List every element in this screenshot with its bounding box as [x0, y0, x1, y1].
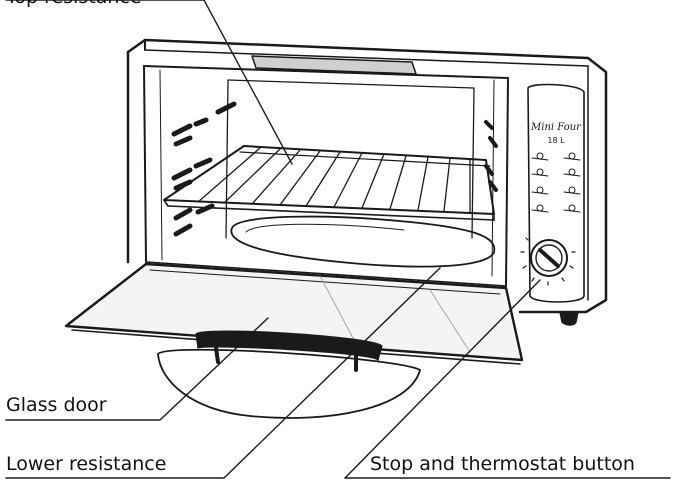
- oven-body: [126, 38, 608, 314]
- control-panel: [527, 83, 585, 303]
- right-rack-rails: [484, 120, 498, 192]
- callout-lower-resistance: Lower resistance: [6, 453, 167, 475]
- oven-foot: [559, 311, 579, 326]
- left-rack-rails: [171, 101, 237, 237]
- callout-stop-thermostat: Stop and thermostat button: [370, 453, 635, 475]
- lower-resistance-element: [230, 215, 496, 268]
- thermostat-knob[interactable]: [520, 237, 576, 286]
- callout-glass-door: Glass door: [6, 394, 107, 416]
- panel-model: 18 L: [547, 136, 565, 145]
- door-handle[interactable]: [157, 330, 421, 419]
- callout-top-resistance: Top resistance: [6, 0, 142, 8]
- callout-lines: [5, 0, 671, 479]
- panel-brand: Mini Four: [530, 122, 582, 133]
- glass-door-panel[interactable]: [64, 262, 524, 365]
- wire-rack: [163, 145, 495, 221]
